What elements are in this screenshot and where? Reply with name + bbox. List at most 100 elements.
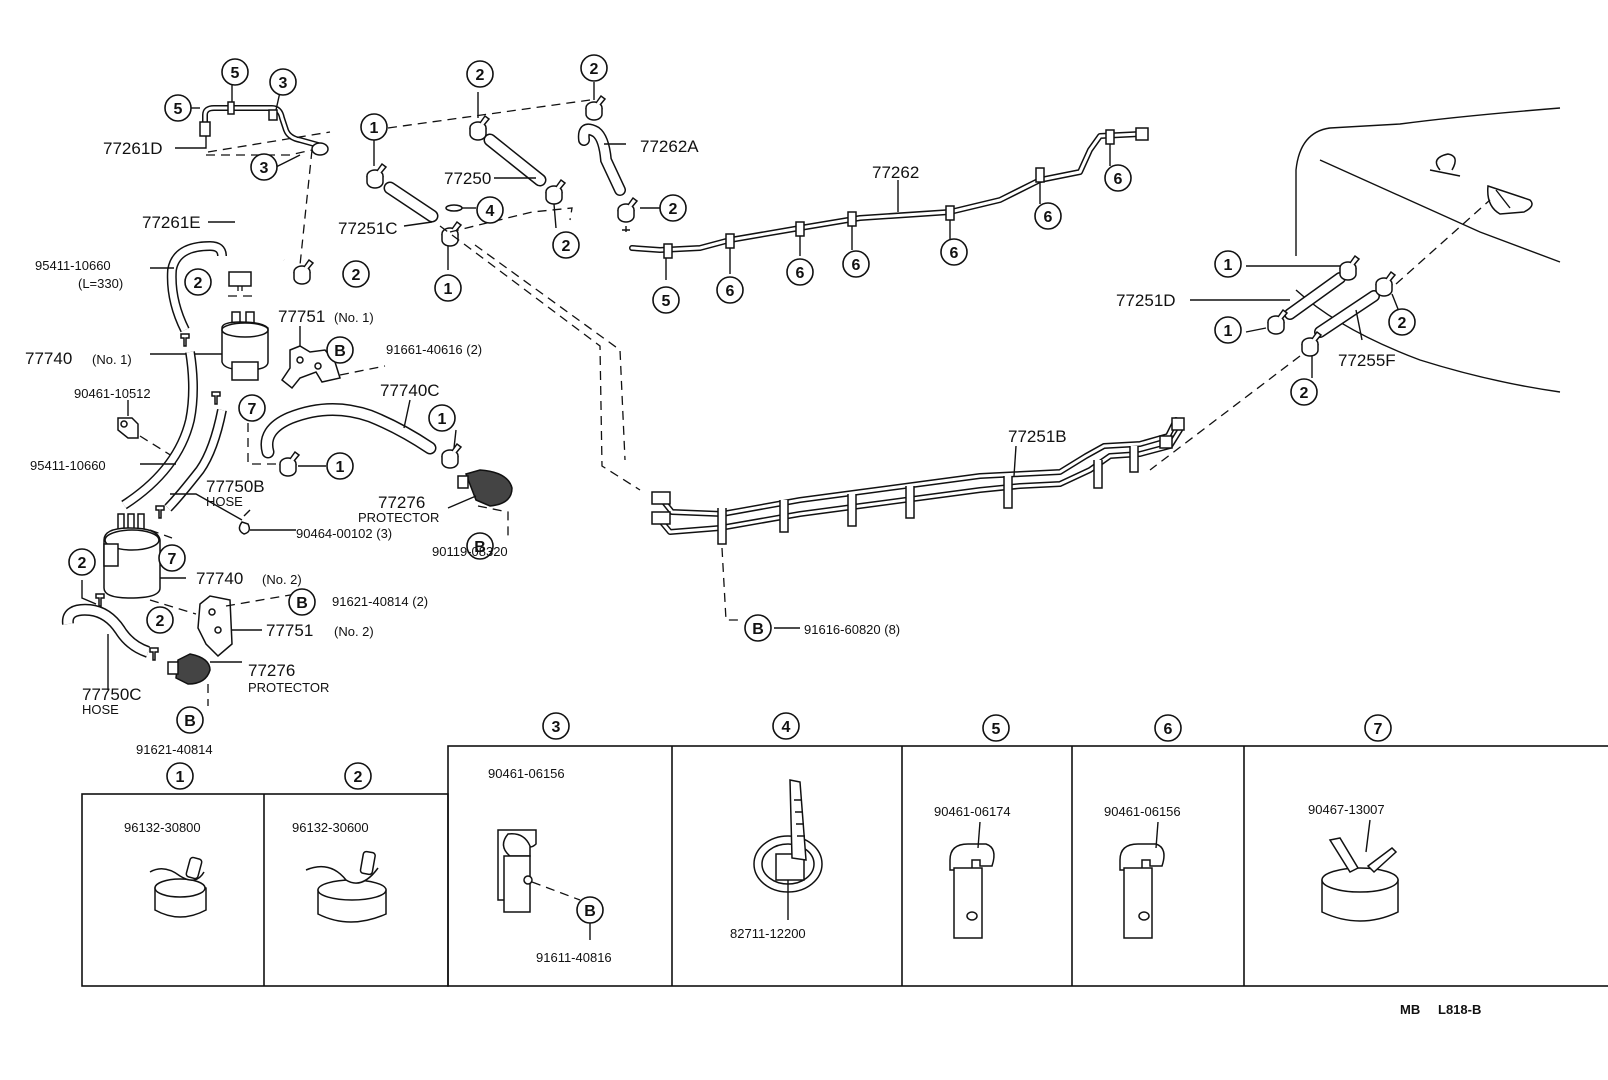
callout-label: 3 xyxy=(260,160,269,177)
callout-label: 6 xyxy=(1044,209,1053,226)
callout-label: 2 xyxy=(354,769,363,786)
label-77251D: 77251D xyxy=(1116,291,1176,310)
label-77751-no1-qualifier: (No. 1) xyxy=(334,310,374,325)
leader xyxy=(453,429,457,449)
clip-90461-06156-b xyxy=(1119,821,1165,939)
label-90464-00102: 90464-00102 (3) xyxy=(296,526,392,541)
callout-3: 3 xyxy=(542,712,570,740)
hose-77740C xyxy=(260,399,437,459)
label-hose-lower: HOSE xyxy=(82,702,119,717)
callout-label: B xyxy=(474,539,486,556)
callout-6: 6 xyxy=(1154,714,1182,742)
callout-2: 2 xyxy=(552,231,580,259)
callout-7: 7 xyxy=(1364,714,1392,742)
label-77740-no1-qualifier: (No. 1) xyxy=(92,352,132,367)
label-77740-no1: 77740 xyxy=(25,349,72,368)
label-77255F: 77255F xyxy=(1338,351,1396,370)
callout-6: 6 xyxy=(786,258,814,286)
callout-label: B xyxy=(584,903,596,920)
hose-77255F xyxy=(1314,290,1380,341)
label-77751-no1: 77751 xyxy=(278,307,325,326)
callout-label: 1 xyxy=(444,281,453,298)
label-77750B: 77750B xyxy=(206,477,265,496)
callout-2: 2 xyxy=(344,762,372,790)
callout-label: 5 xyxy=(662,293,671,310)
callout-label: 1 xyxy=(336,459,345,476)
callout-B: B xyxy=(744,614,772,642)
callout-label: 5 xyxy=(231,65,240,82)
label-77740-no2-qualifier: (No. 2) xyxy=(262,572,302,587)
legend-table xyxy=(81,745,1608,987)
clamp-96132-30800 xyxy=(149,856,207,918)
callout-label: 5 xyxy=(174,101,183,118)
callout-B: B xyxy=(288,588,316,616)
label-length-330: (L=330) xyxy=(78,276,123,291)
clip-90461-10512 xyxy=(117,400,173,457)
label-77251B: 77251B xyxy=(1008,427,1067,446)
callout-label: 2 xyxy=(352,267,361,284)
dashed-route xyxy=(207,99,591,153)
label-77251C: 77251C xyxy=(338,219,398,238)
callout-B: B xyxy=(326,336,354,364)
hose-77251C xyxy=(383,181,439,227)
callout-label: 6 xyxy=(852,257,861,274)
callout-2: 2 xyxy=(580,54,608,82)
legend-90461-06174: 90461-06174 xyxy=(934,804,1011,819)
callout-5: 5 xyxy=(164,94,192,122)
label-95411-10660-long: 95411-10660 xyxy=(35,258,111,273)
label-protector-lower: PROTECTOR xyxy=(248,680,329,695)
callout-label: 2 xyxy=(78,555,87,572)
label-77276-upper: 77276 xyxy=(378,493,425,512)
legend-90461-06156-a: 90461-06156 xyxy=(488,766,565,781)
callout-7: 7 xyxy=(238,394,266,422)
callout-label: 3 xyxy=(552,719,561,736)
label-77276-lower: 77276 xyxy=(248,661,295,680)
label-77740C: 77740C xyxy=(380,381,440,400)
fuel-tank xyxy=(1295,107,1561,393)
callout-label: 2 xyxy=(1398,315,1407,332)
label-77751-no2: 77751 xyxy=(266,621,313,640)
bracket-77751-no2 xyxy=(149,593,297,658)
callout-label: 1 xyxy=(176,769,185,786)
callout-5: 5 xyxy=(982,714,1010,742)
label-91661-40616: 91661-40616 (2) xyxy=(386,342,482,357)
label-90461-10512: 90461-10512 xyxy=(74,386,151,401)
callout-label: 7 xyxy=(168,551,177,568)
callout-label: 1 xyxy=(1224,323,1233,340)
callout-1: 1 xyxy=(434,274,462,302)
callout-2: 2 xyxy=(1290,378,1318,406)
hose-77750C xyxy=(61,580,151,690)
hose-77250 xyxy=(483,133,547,187)
callout-label: 6 xyxy=(1164,721,1173,738)
label-91621-40814: 91621-40814 xyxy=(136,742,213,757)
callout-2: 2 xyxy=(146,606,174,634)
label-77261D: 77261D xyxy=(103,139,163,158)
footer-code-mb: MB xyxy=(1400,1002,1420,1017)
callout-label: B xyxy=(184,713,196,730)
callout-1: 1 xyxy=(428,404,456,432)
callout-6: 6 xyxy=(842,250,870,278)
callout-label: 1 xyxy=(438,411,447,428)
callout-label: B xyxy=(296,595,308,612)
callout-1: 1 xyxy=(166,762,194,790)
callout-B: B xyxy=(576,896,604,924)
callout-2: 2 xyxy=(184,268,212,296)
clamp-90467-13007 xyxy=(1321,819,1399,922)
label-77740-no2: 77740 xyxy=(196,569,243,588)
legend-82711-12200: 82711-12200 xyxy=(730,926,806,941)
callout-1: 1 xyxy=(1214,316,1242,344)
vsv-77740-no1 xyxy=(150,271,269,381)
leader xyxy=(1245,327,1267,333)
callout-label: 3 xyxy=(279,75,288,92)
callout-5: 5 xyxy=(221,58,249,86)
callout-label: 4 xyxy=(486,203,495,220)
label-77261E: 77261E xyxy=(142,213,201,232)
legend-91611-40816: 91611-40816 xyxy=(536,950,612,965)
clamp-96132-30600 xyxy=(305,850,387,923)
callout-label: 6 xyxy=(1114,171,1123,188)
label-77750C: 77750C xyxy=(82,685,142,704)
label-hose-upper: HOSE xyxy=(206,494,243,509)
protector-77276-upper xyxy=(447,469,513,538)
